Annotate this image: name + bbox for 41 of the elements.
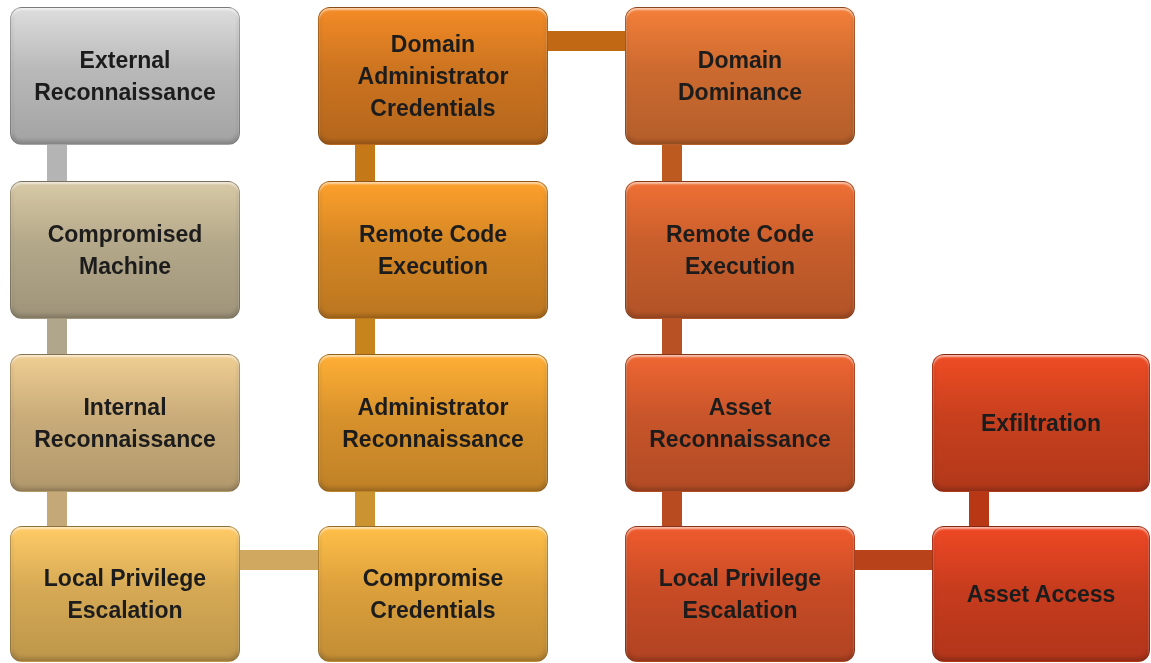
- process-box: [318, 354, 548, 492]
- process-box: [10, 181, 240, 319]
- connector-bar: [47, 492, 67, 526]
- process-box: [318, 526, 548, 662]
- connector-bar: [240, 550, 318, 570]
- process-box: [318, 181, 548, 319]
- step-label: Internal Reconnaissance: [33, 393, 217, 454]
- process-box: [10, 526, 240, 662]
- connector-bar: [855, 550, 932, 570]
- step-label: Compromised Machine: [46, 220, 204, 281]
- connector-bar: [662, 319, 682, 354]
- step-label: Domain Dominance: [677, 46, 803, 107]
- step-label: External Reconnaissance: [33, 46, 217, 107]
- process-box: [932, 526, 1150, 662]
- step-label: Administrator Reconnaissance: [341, 393, 525, 454]
- connector-bar: [662, 145, 682, 181]
- process-box: [625, 526, 855, 662]
- connector-bar: [548, 31, 625, 51]
- step-label: Local Privilege Escalation: [42, 564, 208, 625]
- process-box: [932, 354, 1150, 492]
- connector-bar: [355, 319, 375, 354]
- step-label: Remote Code Execution: [664, 220, 816, 281]
- step-label: Remote Code Execution: [357, 220, 509, 281]
- connector-bar: [969, 492, 989, 526]
- process-box: [625, 181, 855, 319]
- connector-bar: [47, 319, 67, 354]
- step-label: Compromise Credentials: [361, 564, 505, 625]
- step-label: Exfiltration: [979, 409, 1103, 438]
- step-label: Domain Administrator Credentials: [356, 30, 510, 123]
- connector-bar: [355, 145, 375, 181]
- connector-bar: [662, 492, 682, 526]
- process-box: [625, 7, 855, 145]
- step-label: Local Privilege Escalation: [657, 564, 823, 625]
- connector-bar: [355, 492, 375, 526]
- step-label: Asset Reconnaissance: [648, 393, 832, 454]
- process-box: [10, 7, 240, 145]
- process-box: [318, 7, 548, 145]
- process-box: [10, 354, 240, 492]
- process-box: [625, 354, 855, 492]
- step-label: Asset Access: [965, 580, 1117, 609]
- connector-bar: [47, 145, 67, 181]
